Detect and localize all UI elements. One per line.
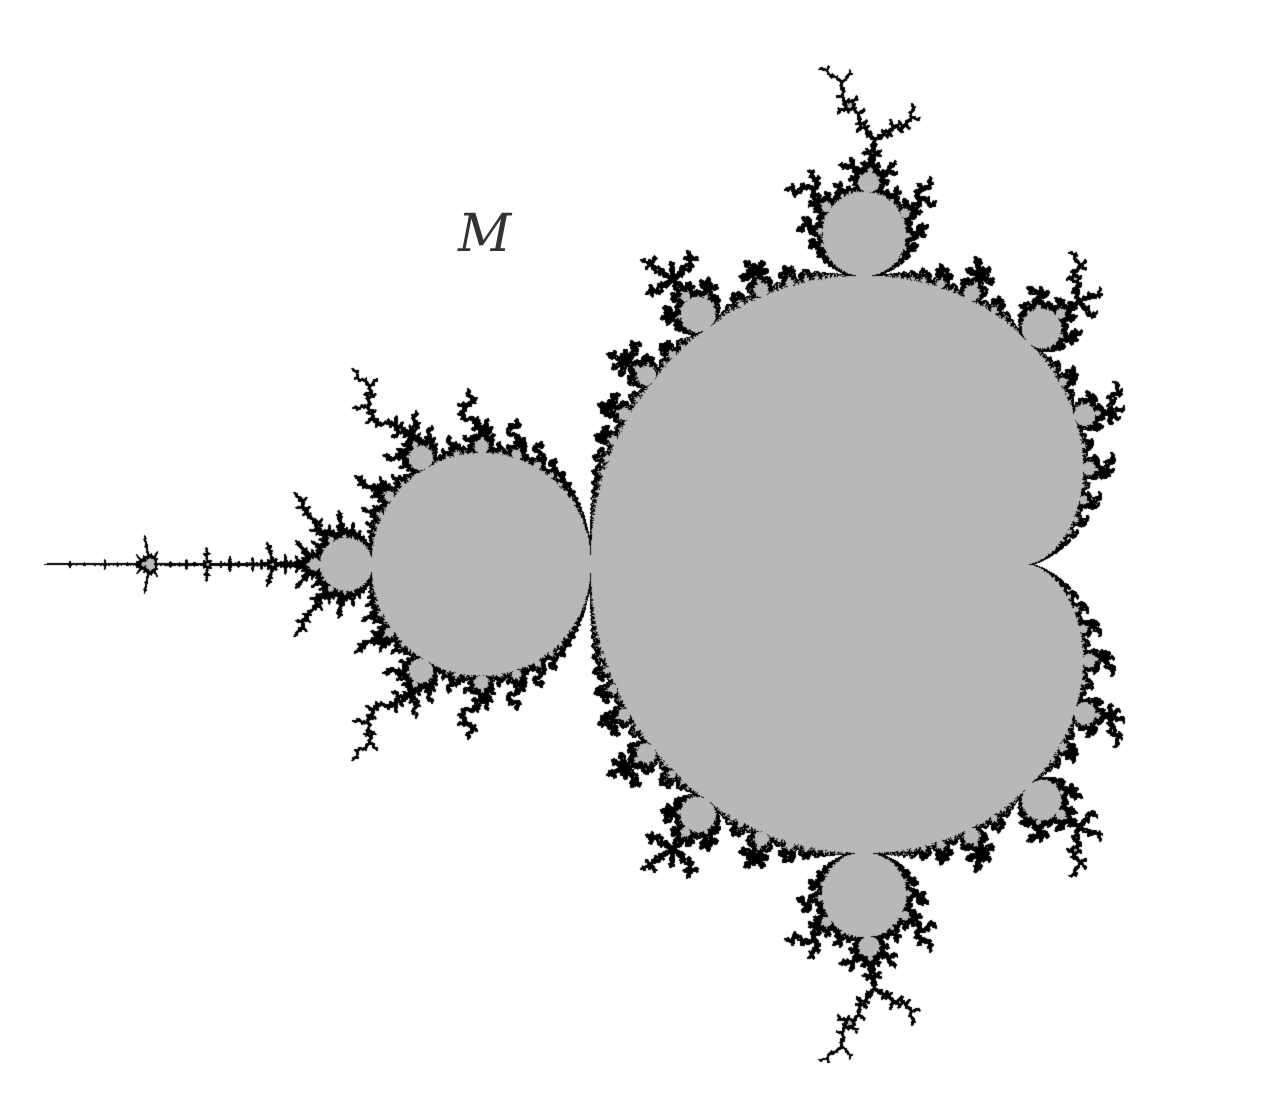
set-label-m: M bbox=[458, 204, 512, 264]
